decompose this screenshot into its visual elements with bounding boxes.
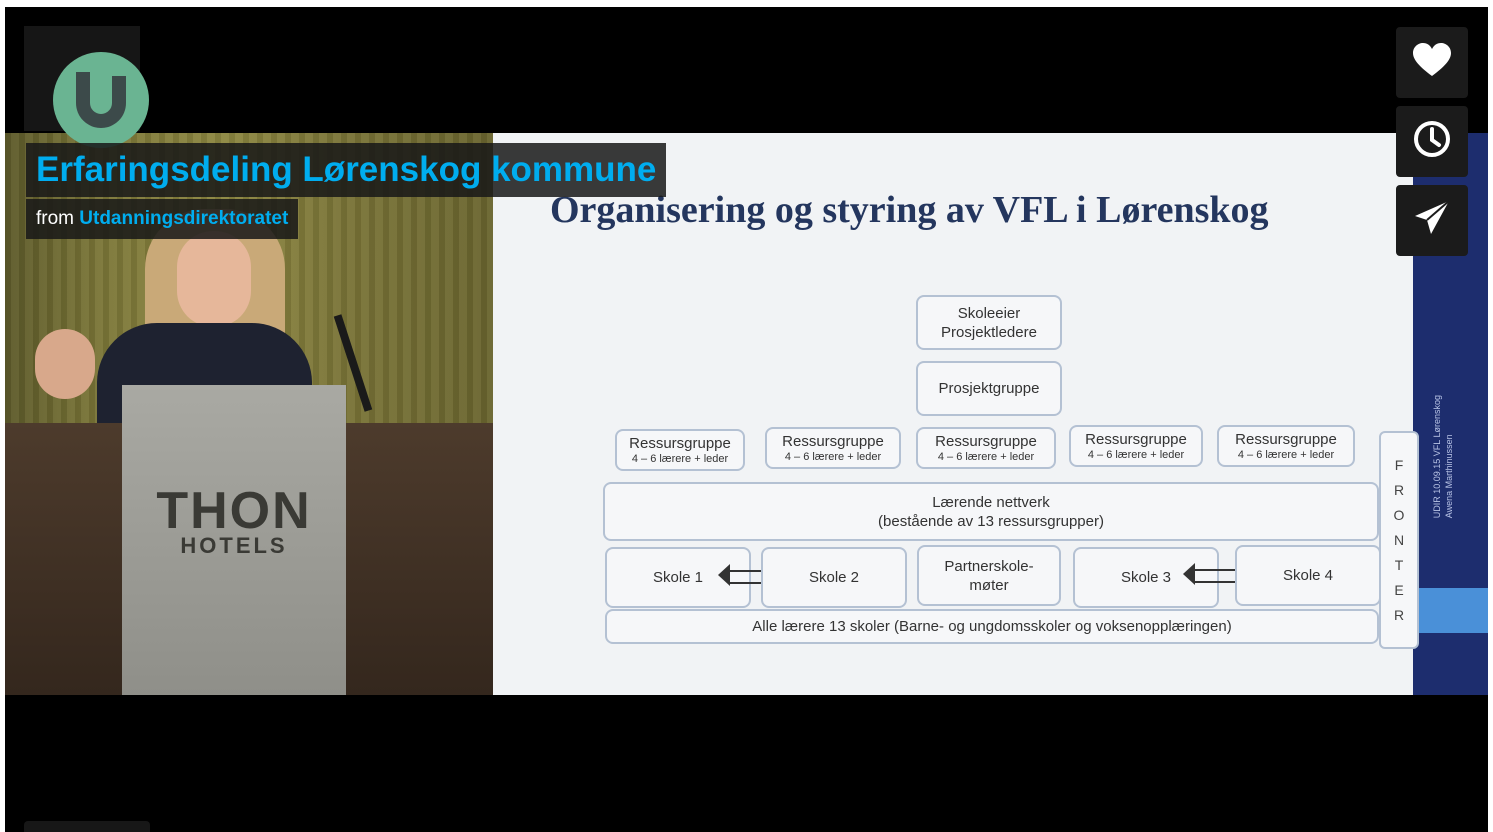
clock-icon <box>1412 119 1452 164</box>
watch-later-button[interactable] <box>1396 106 1468 177</box>
owner-box: Skoleeier Prosjektledere <box>916 295 1062 350</box>
speaker-face <box>177 231 251 327</box>
slide-sidebar-accent <box>1413 588 1488 633</box>
speaker-hand <box>35 329 95 399</box>
player-control-button[interactable] <box>24 821 150 832</box>
podium-brand: THON <box>156 482 312 540</box>
learning-network-box: Lærende nettverk (bestående av 13 ressur… <box>603 482 1379 541</box>
utdanningsdirektoratet-logo-icon <box>53 52 149 148</box>
partner-meetings-box: Partnerskole- møter <box>917 545 1061 606</box>
fronter-box: F R O N T E R <box>1379 431 1419 649</box>
slide-sidebar-text: UDIR 10.09.15 VFL Lørenskog Awena Marthi… <box>1432 395 1454 519</box>
all-teachers-box: Alle lærere 13 skoler (Barne- og ungdoms… <box>605 609 1379 644</box>
heart-icon <box>1412 43 1452 82</box>
speaker-camera-view: THON HOTELS <box>5 133 493 695</box>
byline: from Utdanningsdirektoratet <box>26 199 299 239</box>
video-frame[interactable]: THON HOTELS UDIR 10.09.15 VFL Lørenskog … <box>5 133 1488 695</box>
byline-prefix: from <box>36 208 74 229</box>
video-title-link[interactable]: Erfaringsdeling Lørenskog kommune <box>26 143 667 197</box>
like-button[interactable] <box>1396 27 1468 98</box>
video-player[interactable]: THON HOTELS UDIR 10.09.15 VFL Lørenskog … <box>5 7 1488 832</box>
paper-plane-icon <box>1412 198 1452 243</box>
podium-front <box>122 385 346 695</box>
share-button[interactable] <box>1396 185 1468 256</box>
podium-brand-sub: HOTELS <box>180 533 288 558</box>
channel-logo-link[interactable] <box>24 26 149 148</box>
school-box: Skole 2 <box>761 547 907 608</box>
slide-title: Organisering og styring av VFL i Lørensk… <box>550 189 1269 231</box>
channel-link[interactable]: Utdanningsdirektoratet <box>79 208 289 229</box>
school-box: Skole 4 <box>1235 545 1381 606</box>
project-group-box: Prosjektgruppe <box>916 361 1062 416</box>
